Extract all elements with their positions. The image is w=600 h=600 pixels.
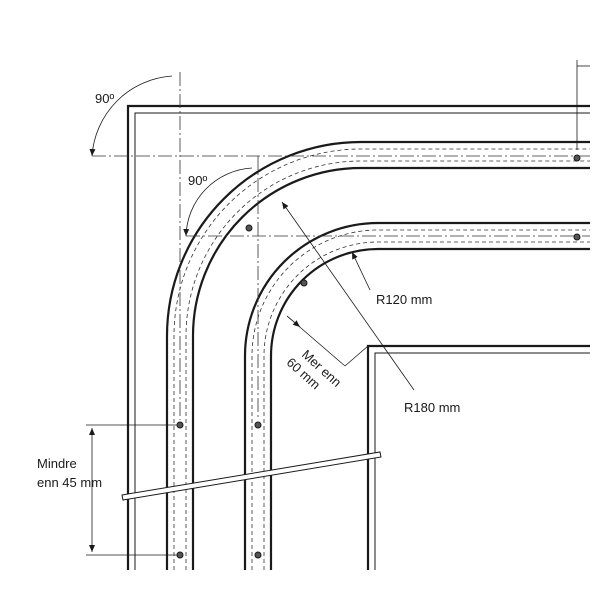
- fixing-point: [573, 154, 581, 162]
- distance-label-line2: enn 45 mm: [37, 475, 102, 490]
- outer-pipe: [165, 140, 590, 570]
- angle-arc-inner: [183, 167, 253, 237]
- wall-frame-outer: [126, 104, 590, 570]
- radius-label-inner: R120 mm: [376, 292, 432, 307]
- inner-pipe: [243, 221, 590, 570]
- fixing-point: [573, 233, 581, 241]
- radius-leader-outer: [281, 201, 415, 391]
- fixing-point: [176, 421, 184, 429]
- fixing-point: [245, 224, 253, 232]
- radius-leader-inner: [351, 251, 371, 291]
- distance-label-line1: Mindre: [37, 456, 77, 471]
- angle-arc-outer: [89, 75, 173, 157]
- wall-frame-inner: [366, 344, 590, 570]
- break-line: [121, 451, 382, 501]
- fixing-points: [176, 154, 581, 559]
- angle-label-inner: 90º: [188, 173, 207, 188]
- fixing-point: [254, 421, 262, 429]
- right-edge-reference: [576, 60, 590, 150]
- spacing-dimension: [286, 315, 369, 367]
- fixing-point: [254, 551, 262, 559]
- radius-label-outer: R180 mm: [404, 400, 460, 415]
- fixing-point: [176, 551, 184, 559]
- construction-lines: [92, 72, 590, 420]
- distance-dimension: [86, 424, 180, 556]
- spacing-label: Mer enn 60 mm: [284, 347, 345, 393]
- fixing-point: [300, 279, 308, 287]
- angle-label-outer: 90º: [95, 91, 114, 106]
